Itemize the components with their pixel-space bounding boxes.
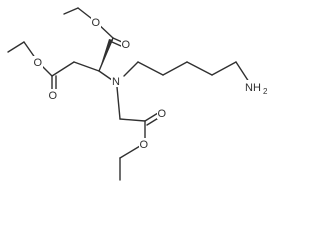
aminopentyl-chain	[123, 61, 250, 83]
bond-c4-c5	[211, 61, 237, 76]
left-ethyl-ester-group	[7, 41, 100, 92]
bond-left-carbonyl-c-ch2	[51, 61, 75, 77]
bond-c2-c3	[162, 61, 188, 76]
bond-ch2-carbonyl-c	[119, 118, 146, 122]
bond-left-ethyl-ch3	[7, 41, 25, 53]
atom-o-top-ester-carbonyl: O	[122, 39, 131, 51]
bond-c3-c4	[186, 61, 213, 76]
bond-n-ch2	[116, 86, 121, 120]
bond-top-carbonyl-c-o-double-a	[112, 37, 123, 43]
atom-o-left-ester-carbonyl: O	[49, 90, 58, 102]
atom-amine-subscript: 2	[263, 87, 268, 96]
bond-c5-nh2	[235, 61, 250, 83]
stereo-wedge-bond	[99, 39, 113, 71]
bond-ch2-alpha-c	[73, 61, 100, 72]
bond-alpha-c-n	[98, 70, 113, 81]
bond-top-carbonyl-c-o-double-b	[111, 41, 122, 47]
atom-labels: O O O O N NH 2 O O	[33, 16, 270, 151]
bond-n-c1	[123, 61, 139, 77]
bond-top-ethyl-ch3	[63, 7, 79, 15]
atom-o-bottom-ester-carbonyl: O	[158, 108, 167, 120]
atom-amine: NH	[245, 82, 261, 94]
molecule-structure-diagram: O O O O N NH 2 O O	[7, 7, 270, 181]
bottom-ethyl-ester-group	[116, 86, 161, 181]
bond-bottom-carbonyl-c-o-double-a	[144, 112, 159, 122]
atom-o-bottom-ester-ether: O	[140, 139, 149, 151]
atom-n-center: N	[112, 76, 120, 88]
atom-o-left-ester-ether: O	[34, 57, 43, 69]
bond-c1-c2	[137, 61, 164, 76]
atom-o-top-ester-ether: O	[92, 17, 101, 29]
